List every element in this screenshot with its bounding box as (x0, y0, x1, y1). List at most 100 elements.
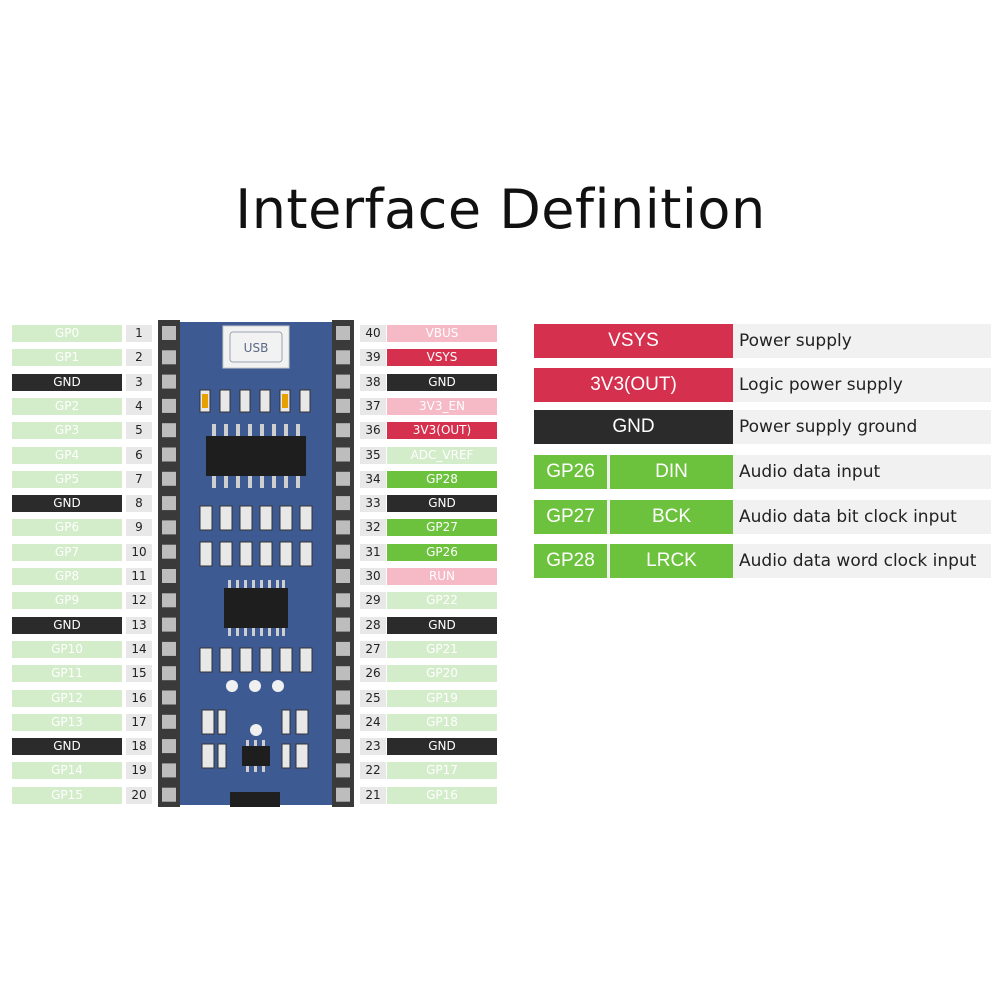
header-pin (162, 471, 176, 486)
header-pin (162, 641, 176, 656)
header-pin (162, 326, 176, 340)
legend-description: Audio data input (739, 462, 881, 482)
header-pin (336, 714, 350, 729)
header-pin (336, 496, 350, 511)
pin-number: 34 (360, 471, 386, 488)
legend-description: Power supply ground (739, 417, 918, 437)
header-pin (162, 714, 176, 729)
pin-number: 28 (360, 617, 386, 634)
pin-label: RUN (387, 568, 497, 585)
header-pin (162, 350, 176, 365)
header-pin (162, 569, 176, 583)
pin-number: 27 (360, 641, 386, 658)
header-pin (162, 520, 176, 535)
legend-signal: BCK (610, 500, 733, 534)
pin-number: 23 (360, 738, 386, 755)
pin-number: 18 (126, 738, 152, 755)
pin-label: GP17 (387, 762, 497, 779)
pin-number: 22 (360, 762, 386, 779)
header-pin (162, 374, 176, 389)
header-pin (162, 544, 176, 559)
pin-number: 11 (126, 568, 152, 585)
pin-label: GP2 (12, 398, 122, 415)
pin-label: VBUS (387, 325, 497, 342)
pin-number: 24 (360, 714, 386, 731)
header-pin (336, 374, 350, 389)
pin-label: GND (12, 617, 122, 634)
header-pin (336, 690, 350, 705)
audio-jack (230, 792, 280, 807)
pin-label: GND (387, 495, 497, 512)
header-pin (336, 593, 350, 608)
header-pin (336, 666, 350, 681)
pin-number: 13 (126, 617, 152, 634)
ic-chip-3 (242, 740, 270, 772)
header-pin (336, 763, 350, 778)
header-pin (162, 617, 176, 632)
pin-number: 25 (360, 690, 386, 707)
header-pin (336, 739, 350, 754)
pin-label: GP21 (387, 641, 497, 658)
pin-number: 7 (126, 471, 152, 488)
pin-label: GP19 (387, 690, 497, 707)
pin-label: GP20 (387, 665, 497, 682)
usb-label: USB (244, 341, 269, 355)
pin-label: GP0 (12, 325, 122, 342)
pin-label: GP26 (387, 544, 497, 561)
pin-label: ADC_VREF (387, 447, 497, 464)
pin-label: GP5 (12, 471, 122, 488)
pin-label: GP6 (12, 519, 122, 536)
pin-label: GND (387, 738, 497, 755)
audio-module-board: USB (158, 320, 354, 807)
pin-label: GP12 (12, 690, 122, 707)
usb-connector (222, 325, 290, 369)
pin-number: 32 (360, 519, 386, 536)
pin-number: 14 (126, 641, 152, 658)
pin-number: 6 (126, 447, 152, 464)
pin-number: 4 (126, 398, 152, 415)
pin-number: 3 (126, 374, 152, 391)
pin-number: 31 (360, 544, 386, 561)
header-pin (162, 447, 176, 462)
pin-label: GP15 (12, 787, 122, 804)
pin-number: 38 (360, 374, 386, 391)
legend-signal: GND (534, 410, 733, 444)
header-pin (336, 641, 350, 656)
pin-number: 9 (126, 519, 152, 536)
pin-number: 35 (360, 447, 386, 464)
pin-number: 15 (126, 665, 152, 682)
pin-label: GP18 (387, 714, 497, 731)
pin-label: GP11 (12, 665, 122, 682)
header-pin (336, 447, 350, 462)
ic-chip-2 (224, 580, 288, 636)
pin-number: 8 (126, 495, 152, 512)
header-pin (162, 739, 176, 754)
legend-signal: 3V3(OUT) (534, 368, 733, 402)
header-pin (162, 398, 176, 413)
pin-label: GND (387, 374, 497, 391)
ic-chip-1 (206, 424, 306, 488)
header-pin (336, 398, 350, 413)
pin-label: GND (12, 495, 122, 512)
header-pin (162, 423, 176, 438)
pin-label: GND (387, 617, 497, 634)
pin-label: 3V3_EN (387, 398, 497, 415)
pin-label: 3V3(OUT) (387, 422, 497, 439)
header-pin (162, 787, 176, 802)
legend-row: GND Power supply ground (534, 410, 991, 444)
test-pads (226, 680, 284, 736)
pin-number: 10 (126, 544, 152, 561)
pin-label: GP13 (12, 714, 122, 731)
header-pin (336, 569, 350, 583)
pin-label: GP4 (12, 447, 122, 464)
pin-number: 5 (126, 422, 152, 439)
pin-number: 1 (126, 325, 152, 342)
pin-label: GP9 (12, 592, 122, 609)
legend-gpio: GP28 (534, 544, 607, 578)
pin-number: 12 (126, 592, 152, 609)
pin-label: GP22 (387, 592, 497, 609)
page-title: Interface Definition (235, 178, 766, 241)
board-illustration: USB (158, 320, 354, 807)
pin-number: 37 (360, 398, 386, 415)
